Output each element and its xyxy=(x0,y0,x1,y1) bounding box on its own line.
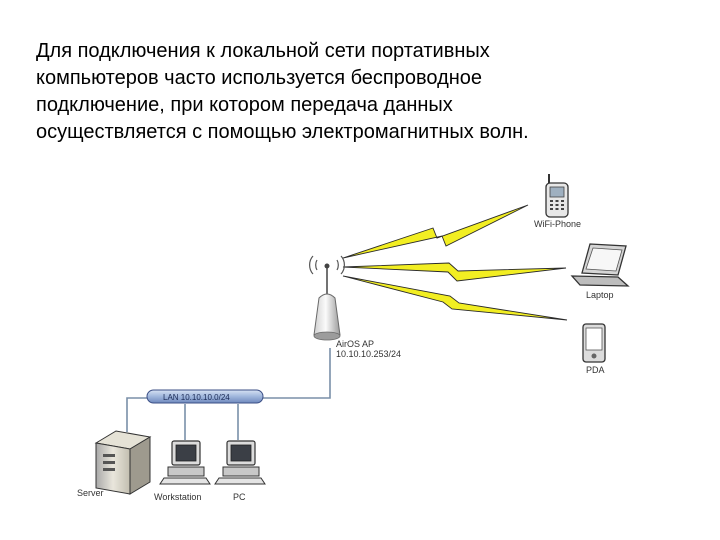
access-point-icon xyxy=(309,255,345,341)
workstation-label: Workstation xyxy=(154,492,201,502)
bolt-to-phone xyxy=(342,204,529,259)
pda-icon xyxy=(582,323,606,363)
text-line-3: подключение, при котором передача данных xyxy=(36,94,453,116)
ap-name-label: AirOS AP xyxy=(336,339,374,349)
bolt-to-laptop xyxy=(342,262,567,282)
server-label: Server xyxy=(77,488,104,498)
text-line-4: осуществляется с помощью электромагнитны… xyxy=(36,121,529,143)
text-line-2: компьютеров часто используется беспровод… xyxy=(36,67,483,89)
workstation-icon xyxy=(159,440,211,485)
pda-label: PDA xyxy=(586,365,605,375)
wireless-links xyxy=(342,204,568,321)
laptop-label: Laptop xyxy=(586,290,614,300)
lan-label: LAN 10.10.10.0/24 xyxy=(163,393,230,402)
laptop-icon xyxy=(570,243,630,287)
wire-lan-to-server xyxy=(126,397,150,432)
server-icon xyxy=(94,430,152,495)
slide-text: Для подключения к локальной сети портати… xyxy=(36,38,696,146)
pc-label: PC xyxy=(233,492,246,502)
wire-ap-to-lan xyxy=(262,348,331,399)
lan-segment: LAN 10.10.10.0/24 xyxy=(146,389,264,404)
text-line-1: Для подключения к локальной сети портати… xyxy=(36,40,490,62)
bolt-to-pda xyxy=(342,275,568,321)
pc-icon xyxy=(214,440,266,485)
wifi-phone-icon xyxy=(545,174,569,218)
ap-ip-label: 10.10.10.253/24 xyxy=(336,349,401,359)
wires xyxy=(126,348,331,440)
phone-label: WiFi-Phone xyxy=(534,219,581,229)
